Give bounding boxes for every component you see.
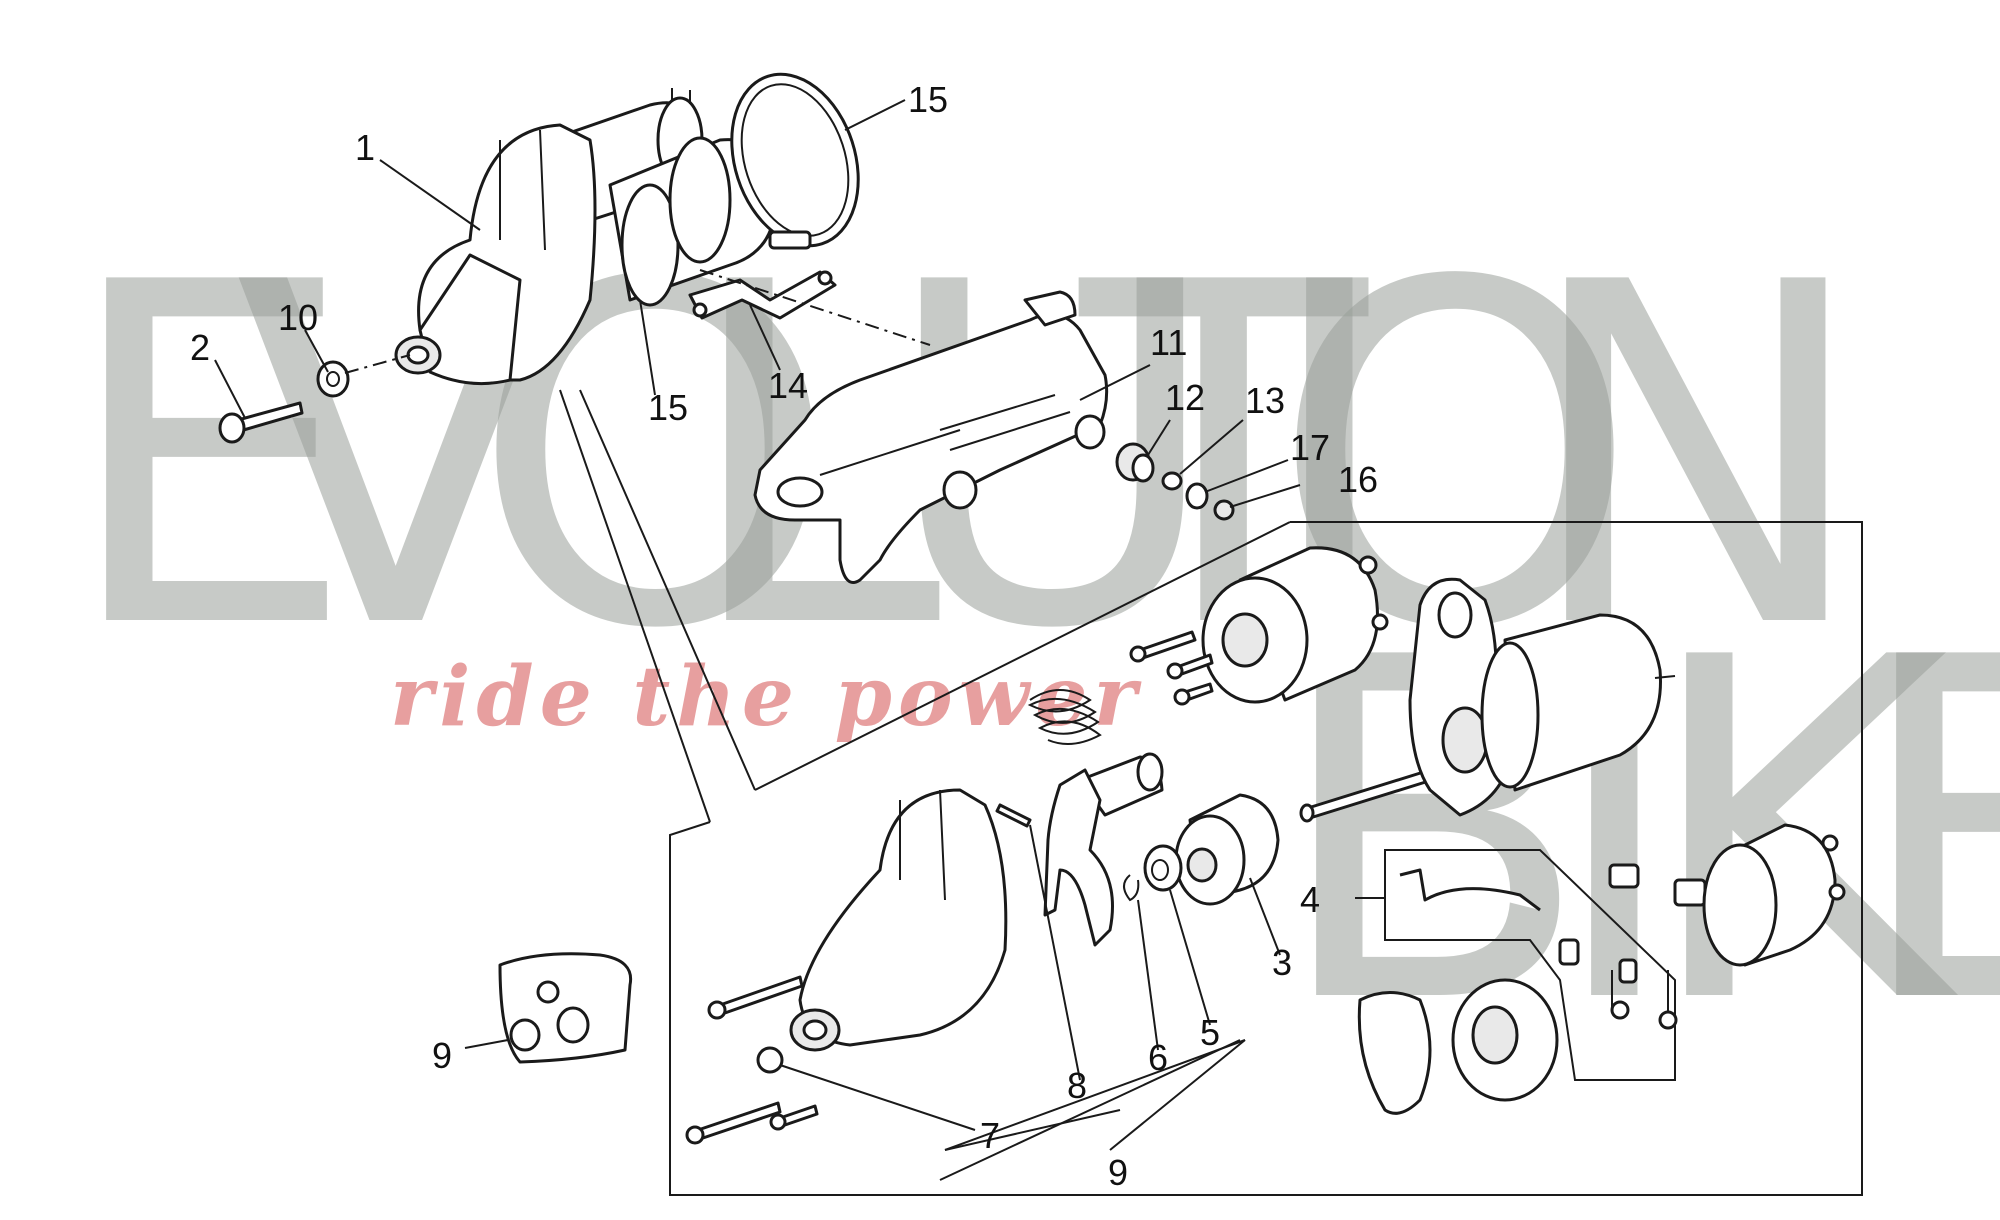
starter-motor-assembly: [394, 88, 777, 386]
assembly-line: [344, 354, 411, 374]
brush-kit-frame: [1384, 849, 1676, 1081]
assembly-line: [699, 269, 931, 346]
long-bolt: [707, 975, 804, 1020]
rubber-grommet: [498, 952, 633, 1064]
leader-lines: [214, 99, 1385, 1181]
starter-cover: [753, 290, 1109, 584]
screw: [1166, 653, 1214, 680]
detail-leader: [754, 521, 1291, 791]
long-bolt: [685, 1101, 782, 1145]
callout-2: 2: [190, 327, 210, 368]
callout-13: 13: [1245, 380, 1285, 421]
callout-3: 3: [1272, 942, 1292, 983]
washer: [1185, 482, 1209, 510]
circlip: [1123, 874, 1140, 902]
exploded-view-frame: [669, 521, 1863, 1196]
detail-leader: [579, 389, 756, 791]
callout-9: 9: [432, 1035, 452, 1076]
callout-16: 16: [1338, 459, 1378, 500]
part-callouts: 1 2 10 15 15 14 11 12 13 17 16 4 3 5 6 8…: [190, 79, 1378, 1193]
callout-11: 11: [1150, 322, 1187, 363]
watermark-letter: E: [60, 184, 357, 731]
callout-12: 12: [1165, 377, 1205, 418]
support-bracket: [688, 270, 837, 320]
watermark-letter: E: [1850, 559, 2000, 1106]
callout-6: 6: [1148, 1037, 1168, 1078]
solenoid: [1201, 546, 1389, 704]
brush-holder: [1399, 863, 1707, 1102]
callout-10: 10: [278, 297, 318, 338]
callout-15: 15: [648, 387, 688, 428]
stop-collar: [1143, 844, 1183, 892]
screw: [1129, 630, 1197, 663]
mounting-bolt: [218, 401, 304, 444]
washer: [316, 360, 350, 398]
callout-7: 7: [980, 1115, 1000, 1156]
callout-14: 14: [768, 365, 808, 406]
shift-fork: [995, 768, 1114, 947]
motor-yoke: [1480, 613, 1676, 792]
end-cap: [1702, 823, 1846, 967]
brush-cover-ring: [1357, 991, 1432, 1115]
sleeve: [756, 1046, 784, 1074]
callout-9: 9: [1108, 1152, 1128, 1193]
detail-leader: [559, 389, 711, 823]
screw: [769, 1104, 819, 1131]
return-spring: [1027, 689, 1102, 745]
callout-1: 1: [355, 127, 375, 168]
callout-5: 5: [1200, 1012, 1220, 1053]
band-clamp: [730, 72, 860, 250]
spacer: [1161, 471, 1183, 491]
watermark-tagline: ride the power: [390, 649, 1143, 745]
rubber-bushing: [1115, 442, 1155, 483]
pinion-drive: [1174, 793, 1280, 906]
screw: [1173, 682, 1214, 706]
callout-4: 4: [1300, 879, 1320, 920]
nut: [1213, 499, 1235, 521]
callout-17: 17: [1290, 427, 1330, 468]
drive-housing: [789, 788, 1008, 1052]
callout-15: 15: [908, 79, 948, 120]
callout-8: 8: [1067, 1065, 1087, 1106]
